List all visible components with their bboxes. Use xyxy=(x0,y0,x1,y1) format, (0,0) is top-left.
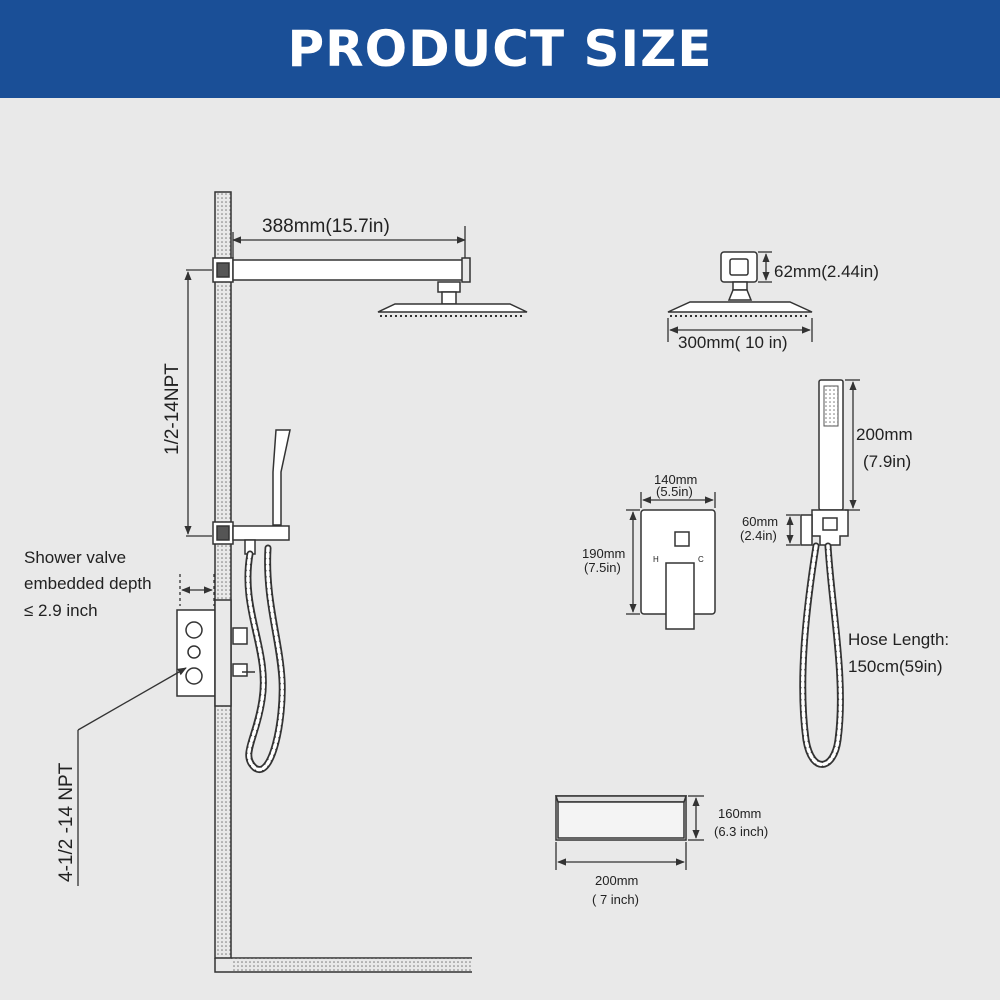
plate-width-dimension xyxy=(640,492,716,508)
holder-size-label: 60mm xyxy=(742,514,778,529)
holder-size-dimension xyxy=(786,514,800,546)
hose-detail xyxy=(799,542,844,768)
head-height-label: 62mm(2.44in) xyxy=(774,262,879,281)
valve-depth-line3: ≤ 2.9 inch xyxy=(24,601,98,620)
page-title: PRODUCT SIZE xyxy=(287,20,713,78)
box-height-in-label: (6.3 inch) xyxy=(714,824,768,839)
handheld-length-dimension xyxy=(845,379,860,511)
plate-cold-label: C xyxy=(698,555,704,564)
valve-depth-line1: Shower valve xyxy=(24,548,126,567)
hose-length-line2: 150cm(59in) xyxy=(848,657,943,676)
holder-size-in-label: (2.4in) xyxy=(740,528,777,543)
handheld-detail xyxy=(800,379,849,546)
box-width-in-label: ( 7 inch) xyxy=(592,892,639,907)
hose-side xyxy=(244,544,286,773)
head-height-dimension xyxy=(758,251,772,283)
shower-arm xyxy=(212,257,471,305)
head-width-label: 300mm( 10 in) xyxy=(678,333,788,352)
arm-length-dimension xyxy=(232,226,466,258)
plate-width-in-label: (5.5in) xyxy=(656,484,693,499)
rain-shower-head-side xyxy=(377,303,528,317)
box-height-label: 160mm xyxy=(718,806,761,821)
box-width-dimension xyxy=(555,842,687,870)
rough-in-box xyxy=(554,795,688,841)
shower-head-detail xyxy=(667,251,813,317)
handheld-length-label: 200mm xyxy=(856,425,913,444)
valve-depth-dimension xyxy=(179,574,215,606)
plate-height-dimension xyxy=(626,509,640,615)
box-height-dimension xyxy=(688,795,704,841)
plate-height-label: 190mm xyxy=(582,546,625,561)
embedded-valve xyxy=(176,599,255,707)
plate-height-in-label: (7.5in) xyxy=(584,560,621,575)
riser-pipe xyxy=(214,191,472,973)
riser-thread-label: 1/2-14NPT xyxy=(162,363,183,455)
inlet-thread-leader xyxy=(77,667,187,886)
riser-thread-dimension xyxy=(184,269,212,537)
trim-plate xyxy=(640,509,716,630)
handheld-length-in-label: (7.9in) xyxy=(863,452,911,471)
handheld-shower-side xyxy=(212,429,291,555)
title-banner: PRODUCT SIZE xyxy=(0,0,1000,98)
arm-length-label: 388mm(15.7in) xyxy=(262,216,390,237)
inlet-thread-label: 4-1/2 -14 NPT xyxy=(56,762,77,882)
box-width-label: 200mm xyxy=(595,873,638,888)
plate-hot-label: H xyxy=(653,555,659,564)
valve-depth-line2: embedded depth xyxy=(24,574,152,593)
head-width-dimension xyxy=(667,318,813,342)
plate-width-label: 140mm xyxy=(654,472,697,487)
hose-length-line1: Hose Length: xyxy=(848,630,949,649)
